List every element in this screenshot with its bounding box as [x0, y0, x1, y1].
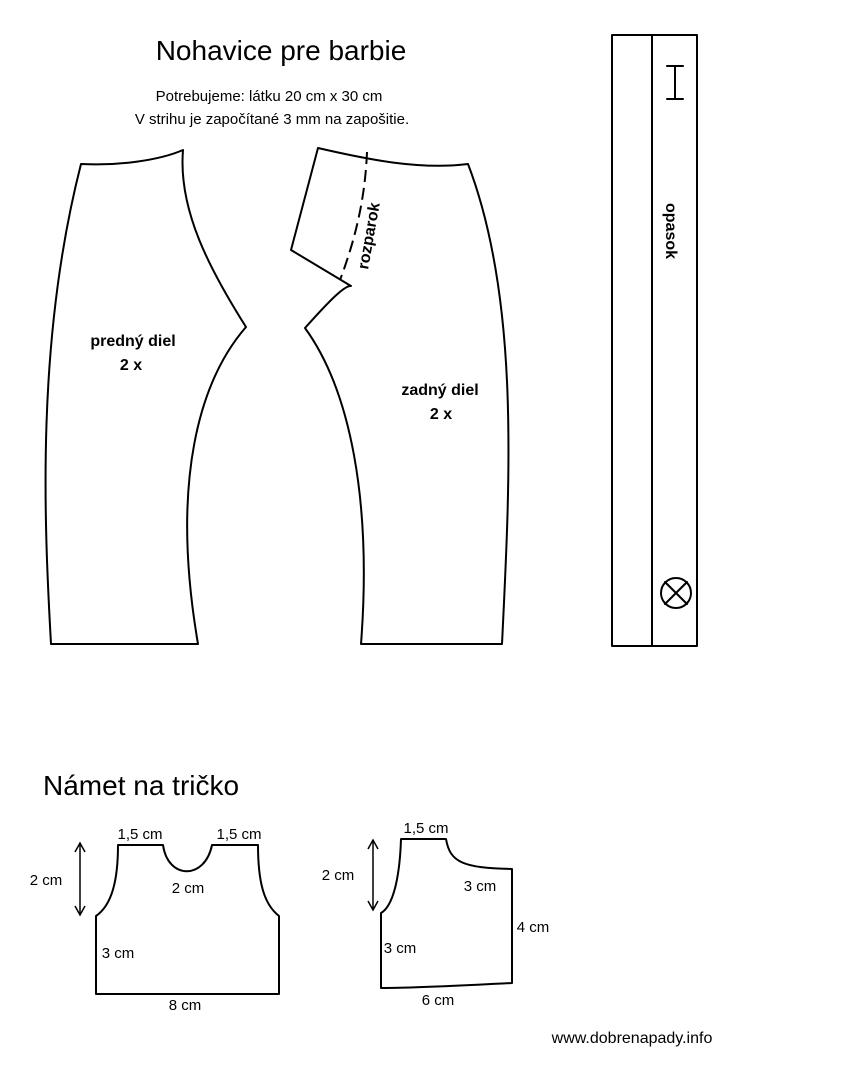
shirt-front-side: 3 cm	[102, 945, 135, 962]
front-piece-name: predný diel	[90, 333, 175, 350]
shirt-front-bottom: 8 cm	[169, 997, 202, 1014]
shirt-front-armhole-arrow	[74, 841, 86, 917]
shirt-back-center: 4 cm	[517, 919, 550, 936]
shirt-front-shoulder-right: 1,5 cm	[216, 826, 261, 843]
fabric-requirement: Potrebujeme: látku 20 cm x 30 cm	[156, 88, 383, 105]
shirt-back-armhole-arrow	[367, 838, 379, 912]
fly-stitch-line	[339, 151, 368, 281]
back-piece-name: zadný diel	[401, 382, 478, 399]
shirt-back-piece	[380, 838, 513, 989]
shirt-front-piece	[95, 844, 280, 995]
shirt-back-armhole: 2 cm	[322, 867, 355, 884]
belt-label: opasok	[662, 203, 679, 259]
shirt-front-neck: 2 cm	[172, 880, 205, 897]
shirt-front-armhole: 2 cm	[30, 872, 63, 889]
shirt-back-side: 3 cm	[384, 940, 417, 957]
shirt-back-neck: 3 cm	[464, 878, 497, 895]
shirt-title: Námet na tričko	[43, 770, 239, 801]
front-piece-count: 2 x	[120, 357, 142, 374]
back-piece-count: 2 x	[430, 406, 452, 423]
shirt-back-bottom: 6 cm	[422, 992, 455, 1009]
button-icon	[660, 577, 692, 609]
buttonhole-icon	[666, 65, 684, 100]
shirt-back-shoulder: 1,5 cm	[403, 820, 448, 837]
belt-strip	[611, 34, 698, 647]
pants-title: Nohavice pre barbie	[156, 35, 407, 66]
seam-allowance-note: V strihu je započítané 3 mm na zapošitie…	[135, 111, 409, 128]
website-link[interactable]: www.dobrenapady.info	[551, 1030, 713, 1047]
back-pant-piece	[290, 147, 510, 645]
shirt-front-shoulder-left: 1,5 cm	[117, 826, 162, 843]
front-pant-piece	[44, 149, 247, 645]
